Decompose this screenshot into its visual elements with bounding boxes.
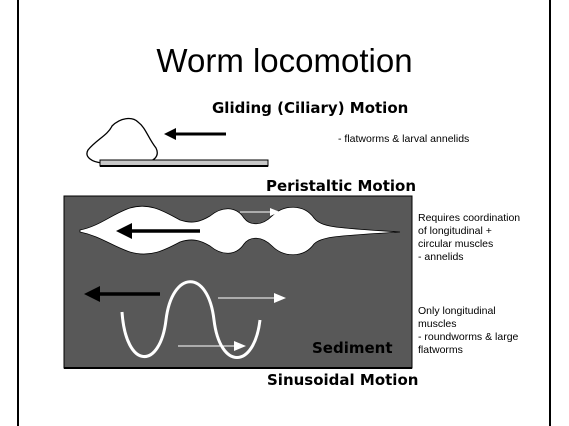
sediment-label: Sediment <box>312 339 393 357</box>
peristaltic-motion-heading: Peristaltic Motion <box>266 177 416 195</box>
sinusoidal-note: Only longitudinal muscles - roundworms &… <box>418 305 518 357</box>
gliding-arrow-head <box>164 128 176 140</box>
flatworm-body <box>87 119 157 163</box>
peristaltic-note: Requires coordination of longitudinal + … <box>418 212 520 264</box>
sinusoidal-motion-heading: Sinusoidal Motion <box>267 371 418 389</box>
